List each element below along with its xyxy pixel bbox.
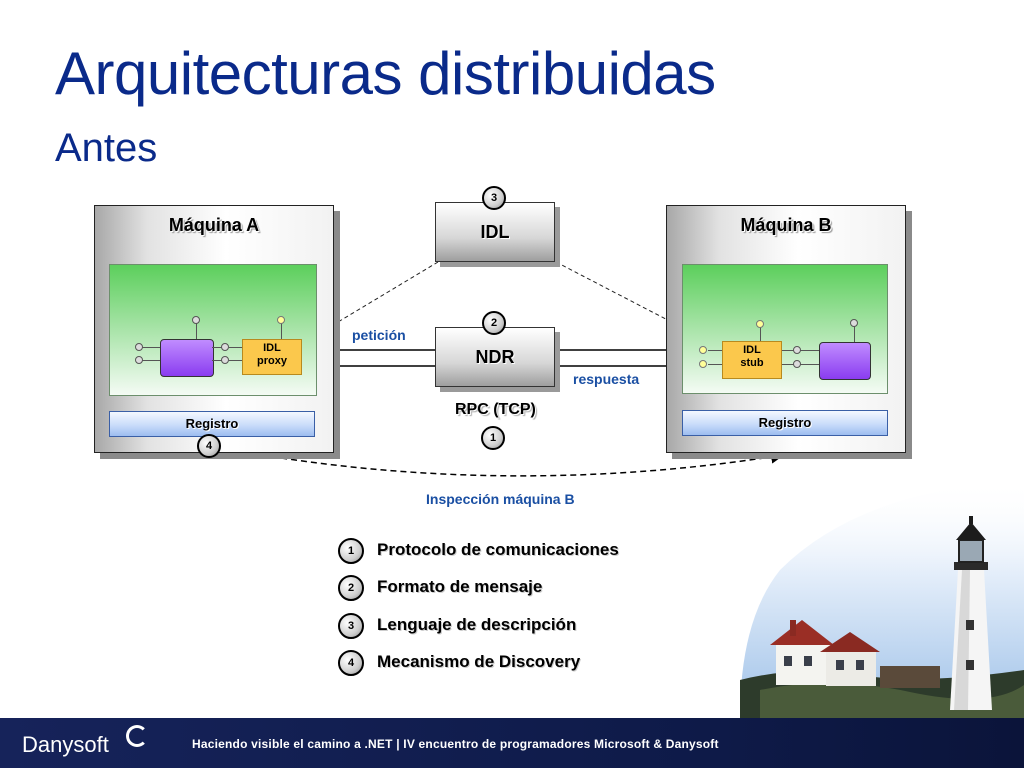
connector-a-right-line2 bbox=[212, 360, 222, 361]
stub-left-dot1 bbox=[699, 346, 707, 354]
lighthouse-image bbox=[740, 480, 1024, 718]
proxy-top-dot bbox=[277, 316, 285, 324]
idl-stub-line2: stub bbox=[740, 357, 764, 369]
ndr-box: NDR bbox=[435, 327, 555, 387]
idl-stub-line1: IDL bbox=[743, 344, 761, 356]
connector-a-left-dot2 bbox=[135, 356, 143, 364]
badge-idl: 3 bbox=[482, 186, 506, 210]
badge-ndr: 2 bbox=[482, 311, 506, 335]
stub-left-dot2 bbox=[699, 360, 707, 368]
stub-left-line1 bbox=[708, 350, 722, 351]
stub-top-stem bbox=[760, 327, 761, 341]
connector-a-left-dot1 bbox=[135, 343, 143, 351]
connector-a-proxy-line2 bbox=[229, 360, 242, 361]
proxy-top-stem bbox=[281, 323, 282, 339]
machine-b-registro: Registro bbox=[682, 410, 888, 436]
connector-b-top-dot bbox=[850, 319, 858, 327]
rpc-label: RPC (TCP) bbox=[455, 401, 536, 418]
legend-text: Mecanismo de Discovery bbox=[377, 652, 581, 671]
connector-a-right-dot1 bbox=[221, 343, 229, 351]
component-a bbox=[160, 339, 214, 377]
connector-a-right-dot2 bbox=[221, 356, 229, 364]
inspeccion-label: Inspección máquina B bbox=[426, 491, 575, 507]
footer-tagline: Haciendo visible el camino a .NET | IV e… bbox=[192, 737, 719, 751]
badge-rpc: 1 bbox=[481, 426, 505, 450]
brand-logo: Danysoft bbox=[22, 732, 109, 757]
idl-proxy-line2: proxy bbox=[257, 355, 287, 367]
machine-a-process bbox=[109, 264, 317, 396]
respuesta-label: respuesta bbox=[573, 371, 640, 387]
legend-text: Formato de mensaje bbox=[377, 577, 543, 596]
connector-b-dot2 bbox=[793, 360, 801, 368]
page-subtitle: Antes bbox=[55, 126, 158, 170]
machine-a-registro: Registro bbox=[109, 411, 315, 437]
connector-a-top-dot bbox=[192, 316, 200, 324]
connector-b-top-stem bbox=[854, 326, 855, 342]
idl-to-stub-line bbox=[555, 261, 711, 343]
badge-registro: 4 bbox=[197, 434, 221, 458]
connector-a-right-line1 bbox=[212, 347, 222, 348]
connector-a-proxy-line1 bbox=[229, 347, 242, 348]
page-title: Arquitecturas distribuidas bbox=[55, 40, 716, 107]
legend-num: 4 bbox=[338, 650, 364, 676]
idl-stub-box: IDL stub bbox=[722, 341, 782, 379]
footer-bar: Danysoft Haciendo visible el camino a .N… bbox=[0, 718, 1024, 768]
peticion-label: petición bbox=[352, 327, 406, 343]
machine-b: Máquina B Registro bbox=[666, 205, 906, 453]
component-b bbox=[819, 342, 871, 380]
machine-a: Máquina A Registro bbox=[94, 205, 334, 453]
inspeccion-arrow bbox=[221, 447, 785, 477]
brand-mark-icon bbox=[126, 725, 148, 747]
legend-num: 3 bbox=[338, 613, 364, 639]
connector-a-top-stem bbox=[196, 322, 197, 339]
machine-b-label: Máquina B bbox=[740, 215, 832, 235]
stub-top-dot bbox=[756, 320, 764, 328]
idl-box: IDL bbox=[435, 202, 555, 262]
connector-a-left-line2 bbox=[142, 360, 160, 361]
legend-text: Protocolo de comunicaciones bbox=[377, 540, 619, 559]
legend-num: 2 bbox=[338, 575, 364, 601]
stub-left-line2 bbox=[708, 364, 722, 365]
legend-num: 1 bbox=[338, 538, 364, 564]
legend-text: Lenguaje de descripción bbox=[377, 615, 577, 634]
machine-a-label: Máquina A bbox=[168, 215, 260, 235]
connector-b-dot1 bbox=[793, 346, 801, 354]
idl-proxy-line1: IDL bbox=[263, 342, 281, 354]
connector-a-left-line1 bbox=[142, 347, 160, 348]
idl-proxy-box: IDL proxy bbox=[242, 339, 302, 375]
